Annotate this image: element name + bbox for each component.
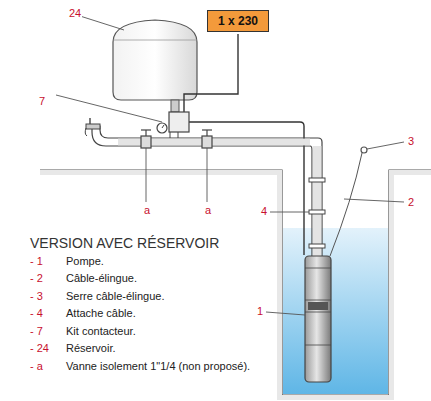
list-number: - 3: [30, 290, 43, 303]
callout-number: 3: [407, 135, 415, 148]
callout-number: 4: [260, 205, 268, 218]
callout-number: 1: [256, 305, 264, 318]
list-number: - 1: [30, 255, 43, 268]
callout-number: 2: [407, 196, 415, 209]
node-text: 1 x 230: [218, 14, 258, 28]
callout-number: 24: [68, 7, 82, 20]
power-supply-box: 1 x 230: [207, 10, 269, 32]
callout-number: a: [143, 204, 151, 217]
list-text: Vanne isolement 1"1/4 (non proposé).: [66, 360, 250, 373]
list-number: - 24: [30, 342, 49, 355]
list-text: Pompe.: [66, 255, 104, 268]
list-text: Câble-élingue.: [66, 272, 137, 285]
callout-number: a: [204, 204, 212, 217]
list-text: Attache câble.: [66, 307, 136, 320]
list-text: Kit contacteur.: [66, 325, 136, 338]
list-number: - 2: [30, 272, 43, 285]
list-number: - 7: [30, 325, 43, 338]
section-title: VERSION AVEC RÉSERVOIR: [30, 235, 219, 252]
list-text: Réservoir.: [66, 342, 116, 355]
list-number: - 4: [30, 307, 43, 320]
list-text: Serre câble-élingue.: [66, 290, 164, 303]
callout-number: 7: [38, 95, 46, 108]
list-number: - a: [30, 360, 43, 373]
